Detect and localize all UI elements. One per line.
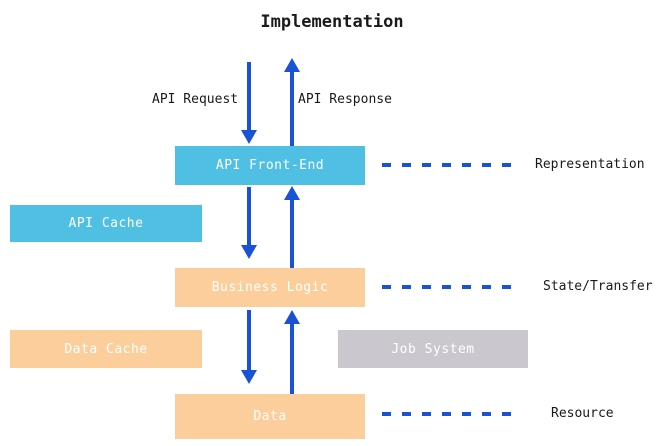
box-api-cache[interactable]: API Cache bbox=[10, 205, 202, 242]
box-business-logic[interactable]: Business Logic bbox=[175, 268, 365, 307]
side-label-representation: Representation bbox=[535, 157, 645, 172]
frontend-to-business-arrow-line bbox=[247, 187, 251, 247]
api-request-arrow-head bbox=[241, 130, 257, 144]
business-to-frontend-arrow-line bbox=[290, 198, 294, 268]
side-label-resource: Resource bbox=[551, 406, 614, 421]
box-job-system[interactable]: Job System bbox=[338, 330, 528, 368]
dashed-connector-state-transfer bbox=[382, 285, 522, 289]
api-response-arrow-head bbox=[284, 58, 300, 72]
box-api-front-end[interactable]: API Front-End bbox=[175, 146, 365, 185]
dashed-connector-resource bbox=[382, 412, 522, 416]
business-to-frontend-arrow-head bbox=[284, 186, 300, 200]
box-data[interactable]: Data bbox=[175, 394, 365, 439]
api-response-label: API Response bbox=[298, 92, 392, 107]
box-data-cache[interactable]: Data Cache bbox=[10, 330, 202, 368]
dashed-connector-representation bbox=[382, 163, 522, 167]
business-to-data-arrow-head bbox=[241, 370, 257, 384]
frontend-to-business-arrow-head bbox=[241, 245, 257, 259]
business-to-data-arrow-line bbox=[247, 310, 251, 372]
data-to-business-arrow-head bbox=[284, 310, 300, 324]
api-request-arrow-line bbox=[247, 62, 251, 132]
api-response-arrow-line bbox=[290, 70, 294, 146]
side-label-state-transfer: State/Transfer bbox=[543, 279, 653, 294]
data-to-business-arrow-line bbox=[290, 322, 294, 394]
diagram-title: Implementation bbox=[260, 12, 404, 32]
api-request-label: API Request bbox=[152, 92, 239, 107]
